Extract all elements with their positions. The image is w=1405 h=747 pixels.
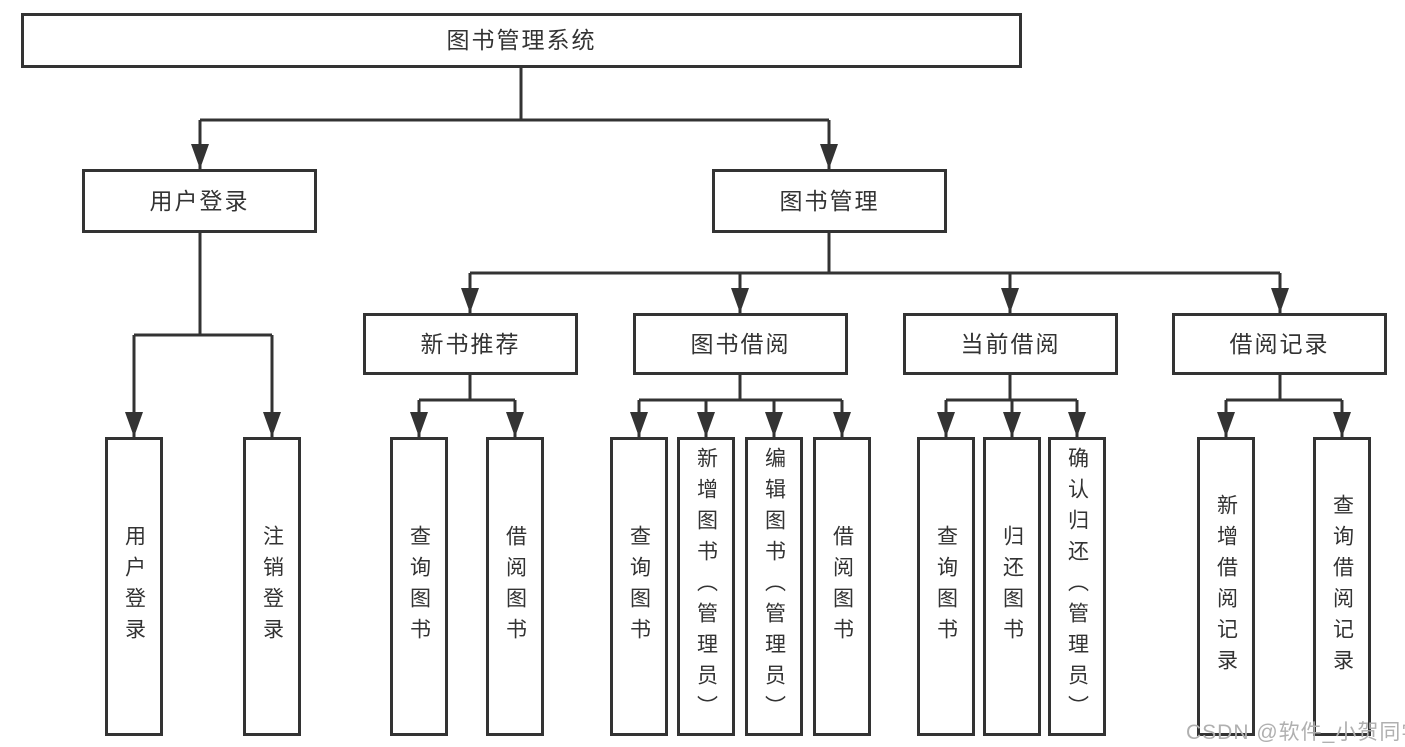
node-label: 编辑图书（管理员） [762, 447, 786, 726]
tree-connector-path [132, 68, 1344, 437]
node-leaf-query-books-2: 查询图书 [610, 437, 668, 736]
node-label: 新增图书（管理员） [694, 447, 718, 726]
node-label: 借阅记录 [1229, 330, 1330, 357]
node-label: 归还图书 [1000, 524, 1024, 649]
node-book-borrowing: 图书借阅 [633, 313, 848, 375]
node-leaf-query-books-1: 查询图书 [390, 437, 448, 736]
node-leaf-confirm-return-admin: 确认归还（管理员） [1048, 437, 1106, 736]
node-leaf-return-books: 归还图书 [983, 437, 1041, 736]
node-label: 图书借阅 [690, 330, 791, 357]
node-label: 查询图书 [934, 524, 958, 649]
node-book-management: 图书管理 [712, 169, 947, 233]
node-user-login: 用户登录 [82, 169, 317, 233]
node-leaf-add-borrow-record: 新增借阅记录 [1197, 437, 1255, 736]
node-label: 新增借阅记录 [1214, 493, 1238, 680]
node-label: 新书推荐 [420, 330, 521, 357]
node-label: 确认归还（管理员） [1065, 447, 1089, 726]
node-current-borrowing: 当前借阅 [903, 313, 1118, 375]
csdn-watermark: CSDN @软件_小贺同学 [1186, 721, 1405, 744]
node-library-management-system: 图书管理系统 [21, 13, 1022, 68]
node-leaf-borrow-books-2: 借阅图书 [813, 437, 871, 736]
node-leaf-edit-books-admin: 编辑图书（管理员） [745, 437, 803, 736]
node-borrowing-records: 借阅记录 [1172, 313, 1387, 375]
node-leaf-logout: 注销登录 [243, 437, 301, 736]
node-leaf-query-borrow-record: 查询借阅记录 [1313, 437, 1371, 736]
node-leaf-query-books-3: 查询图书 [917, 437, 975, 736]
node-label: 借阅图书 [503, 524, 527, 649]
node-leaf-borrow-books-1: 借阅图书 [486, 437, 544, 736]
node-label: 图书管理系统 [446, 27, 597, 53]
node-label: 用户登录 [122, 524, 146, 649]
node-leaf-user-login: 用户登录 [105, 437, 163, 736]
node-new-book-recommendation: 新书推荐 [363, 313, 578, 375]
node-label: 查询图书 [407, 524, 431, 649]
node-label: 查询借阅记录 [1330, 493, 1354, 680]
node-label: 注销登录 [260, 524, 284, 649]
node-label: 图书管理 [779, 187, 880, 214]
node-leaf-add-books-admin: 新增图书（管理员） [677, 437, 735, 736]
node-label: 当前借阅 [960, 330, 1061, 357]
node-label: 用户登录 [149, 187, 250, 214]
node-label: 查询图书 [627, 524, 651, 649]
node-label: 借阅图书 [830, 524, 854, 649]
